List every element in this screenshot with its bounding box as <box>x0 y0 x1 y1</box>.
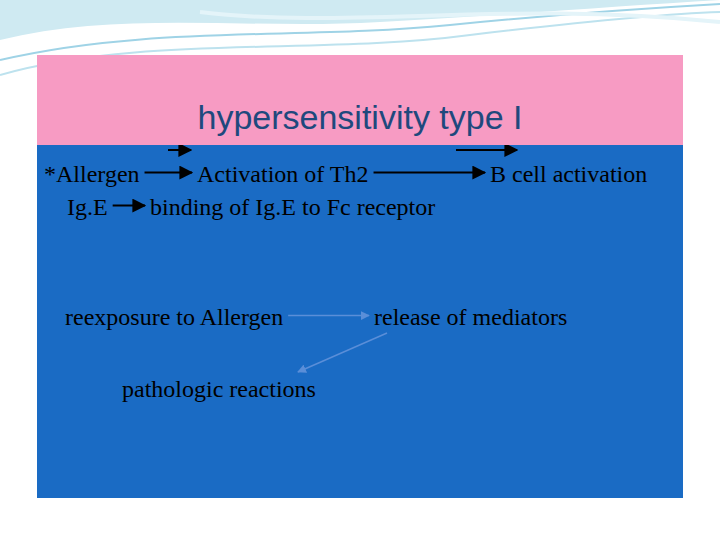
step-text: binding of Ig.E to Fc receptor <box>150 194 435 220</box>
flow-step: B cell activation <box>488 160 649 188</box>
flow-step: Ig.E <box>65 193 110 221</box>
step-text: *Allergen <box>44 161 140 187</box>
slide-title: hypersensitivity type I <box>37 97 683 137</box>
flow-step: binding of Ig.E to Fc receptor <box>148 193 437 221</box>
flow-arrow <box>298 333 387 372</box>
step-text: reexposure to Allergen <box>65 304 283 330</box>
flow-arrow <box>288 315 369 317</box>
flow-arrow <box>145 172 192 174</box>
flow-arrow <box>374 172 485 174</box>
wave-line <box>200 12 720 22</box>
step-text: Activation of Th2 <box>197 161 369 187</box>
step-text: release of mediators <box>374 304 567 330</box>
title-band: hypersensitivity type I <box>37 55 683 145</box>
stray-arrow <box>456 149 517 151</box>
flow-step: reexposure to Allergen <box>63 303 285 331</box>
flow-arrow <box>113 205 145 207</box>
stray-arrow <box>168 149 191 151</box>
step-text: pathologic reactions <box>122 376 316 402</box>
flow-step: pathologic reactions <box>120 375 318 403</box>
step-text: B cell activation <box>490 161 647 187</box>
flow-step: *Allergen <box>42 160 142 188</box>
flow-step: release of mediators <box>372 303 569 331</box>
wave-line <box>0 4 720 60</box>
step-text: Ig.E <box>67 194 108 220</box>
flow-step: Activation of Th2 <box>195 160 371 188</box>
